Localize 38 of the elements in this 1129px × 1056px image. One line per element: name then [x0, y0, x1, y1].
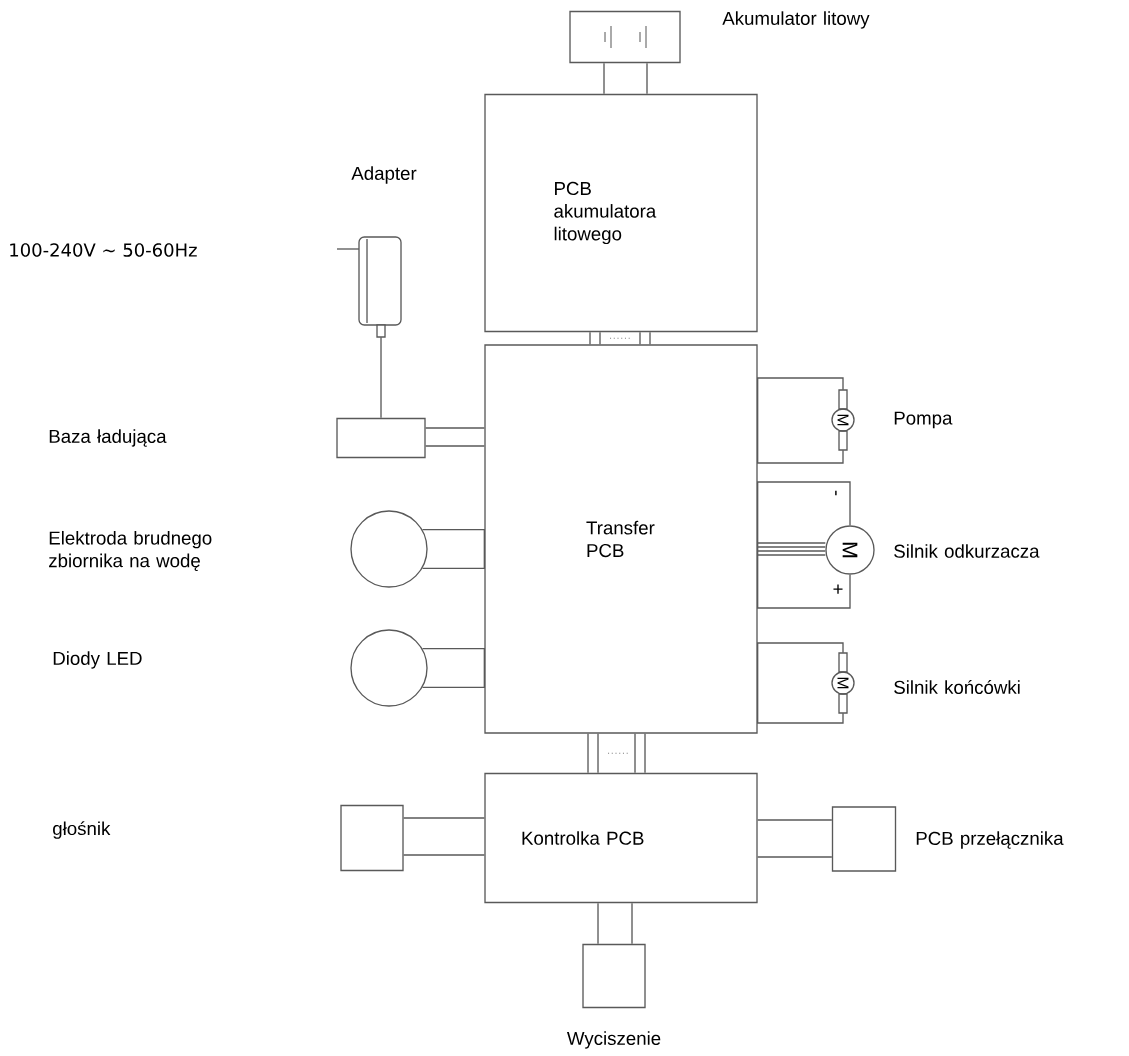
component-label: Baza ładująca [49, 429, 167, 447]
polarity-sign: + [833, 584, 843, 594]
connector-wire [425, 427, 485, 447]
connector-wire [603, 62, 648, 95]
adapter-drawing [336, 236, 402, 338]
connector-wire [587, 733, 646, 774]
component-label: Silnik odkurzacza [894, 544, 1040, 558]
connector-wire [757, 377, 844, 464]
rating-label: 100-240V ∼ 50-60Hz [10, 243, 197, 257]
pcb-box: Kontrolka PCB [484, 772, 758, 904]
connector-wire [403, 817, 485, 856]
component-label: Wyciszenie [567, 1031, 661, 1049]
component-label: Adapter [351, 166, 417, 184]
component-label: Diody LED [53, 651, 142, 669]
sensor-circle [350, 510, 428, 588]
battery-box [569, 10, 681, 64]
connector-wire [597, 902, 633, 945]
component-label: Silnik końcówki [894, 680, 1020, 694]
pcb-box: Transfer PCB [484, 344, 758, 734]
component-box [336, 417, 426, 459]
component-label: Elektroda brudnego zbiornika na wodę [49, 530, 212, 572]
component-box [831, 806, 897, 872]
component-label: PCB przełącznika [916, 831, 1064, 849]
connector-wire [757, 642, 844, 724]
connector-wire [757, 819, 833, 858]
component-box [582, 943, 646, 1009]
connector-wire [421, 648, 485, 688]
component-label: Akumulator litowy [722, 11, 870, 29]
connector-wire [380, 336, 382, 419]
pcb-box: PCB akumulatora litowego [484, 93, 758, 333]
sensor-circle [350, 629, 428, 707]
polarity-sign: - [835, 490, 837, 496]
component-box [340, 804, 404, 872]
connector-wire [421, 529, 485, 569]
connector-wire [757, 481, 851, 609]
connector-wire [589, 331, 651, 345]
component-label: głośnik [53, 821, 111, 839]
component-label: Pompa [894, 411, 953, 429]
